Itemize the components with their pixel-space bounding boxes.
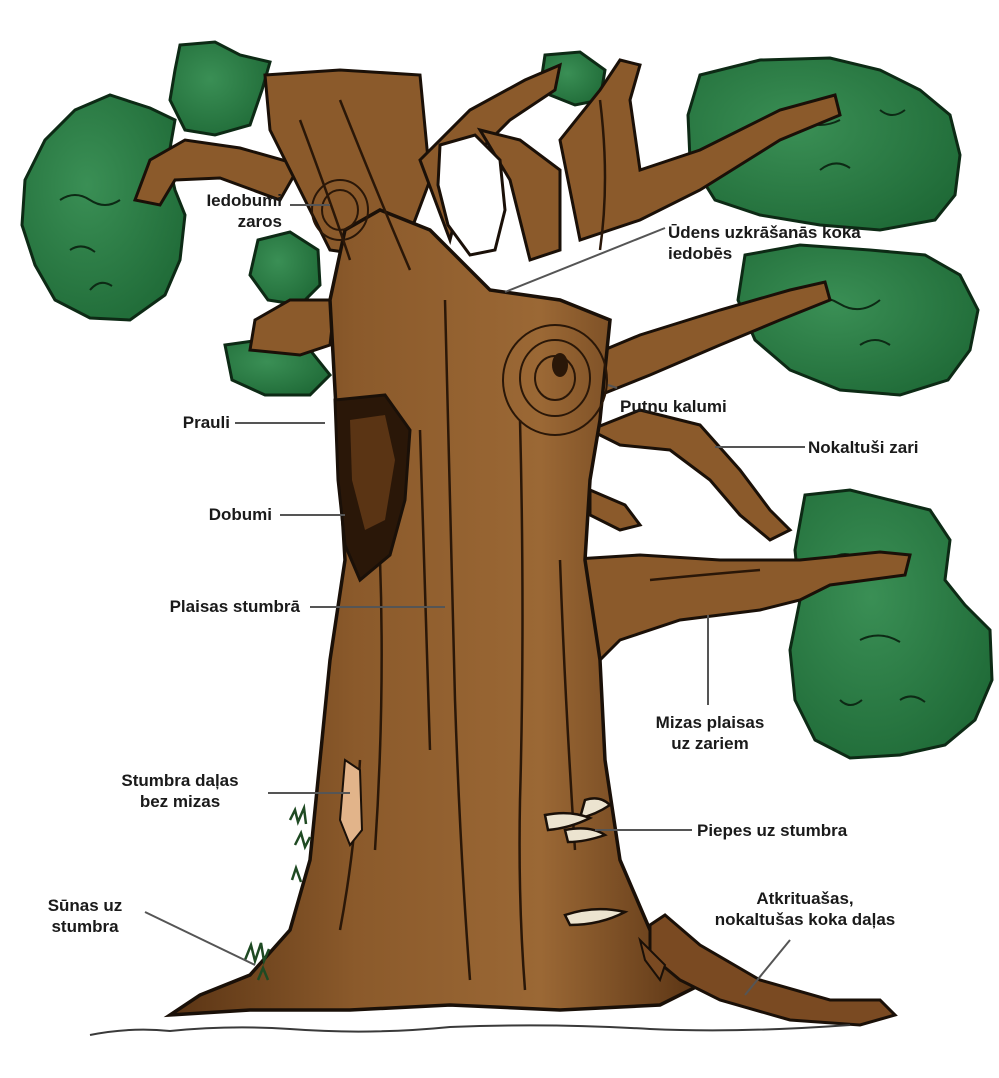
- moss: [243, 803, 312, 981]
- label-sunas: Sūnas uz stumbra: [47, 896, 123, 936]
- label-atkrituasas: Atkrituašas, nokaltušas koka daļas: [714, 889, 896, 929]
- leader-putnu: [607, 384, 618, 389]
- branch-left: [132, 138, 303, 207]
- bird-hole: [552, 353, 568, 377]
- label-mizas-plaisas: Mizas plaisas uz zariem: [655, 713, 765, 753]
- label-iedobumi-zaros: Iedobumi zaros: [206, 191, 282, 231]
- label-prauli: Prauli: [182, 413, 230, 432]
- label-nokaltusi-zari: Nokaltuši zari: [808, 438, 919, 457]
- knot-rings: [311, 179, 608, 436]
- foliage-top-left: [168, 40, 272, 137]
- water-hollow: [436, 133, 507, 257]
- fallen-log: [648, 913, 898, 1027]
- leader-udens: [504, 227, 666, 293]
- foliage-lower-right: [788, 488, 994, 760]
- cavity-inner: [350, 415, 395, 530]
- branch-top-right: [558, 58, 842, 242]
- branch-small-dead: [588, 487, 643, 532]
- foliage-mid-right: [736, 243, 980, 397]
- foliage-small-left: [248, 230, 322, 307]
- foliage-left: [20, 93, 187, 322]
- fungus-4: [563, 907, 629, 927]
- fungus-3: [563, 827, 608, 844]
- label-plaisas-stumbra: Plaisas stumbrā: [169, 597, 300, 616]
- bark-lines: [298, 99, 761, 991]
- bracket-fungi: [543, 797, 629, 927]
- label-udens-uzkrasanas: Ūdens uzkrāšanās koka iedobēs: [668, 223, 861, 263]
- ground: [89, 1024, 851, 1036]
- leader-sunas: [144, 911, 256, 966]
- label-stumbra-dalas: Stumbra daļas bez mizas: [121, 771, 239, 811]
- label-piepes: Piepes uz stumbra: [697, 821, 848, 840]
- leader-atkrituasas: [744, 939, 791, 996]
- fallen-branch: [638, 936, 667, 983]
- leader-lines: [144, 204, 805, 996]
- label-putnu-kalumi: Putnu kalumi: [620, 397, 727, 416]
- fungus-2: [543, 811, 594, 832]
- branch-left-lower: [248, 298, 337, 357]
- branch-dead: [586, 408, 793, 542]
- bare-trunk: [338, 758, 364, 847]
- label-dobumi: Dobumi: [208, 505, 272, 524]
- branch-right-mid: [577, 280, 832, 397]
